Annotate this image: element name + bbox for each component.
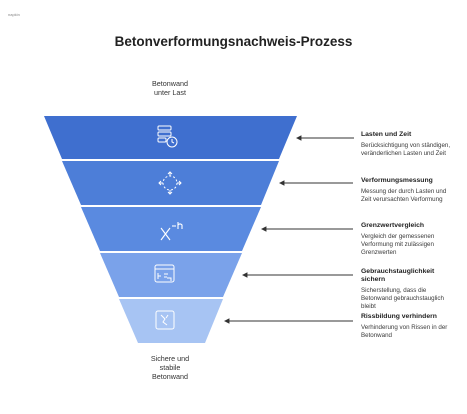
arrow-step-4 [241,272,353,278]
step-3-title: Grenzwertvergleich [361,222,425,229]
funnel-top-label: Betonwand unter Last [152,79,188,97]
funnel-stage-2 [62,161,279,205]
arrow-step-2 [278,180,353,186]
arrow-step-3 [260,226,353,232]
funnel-stage-3 [81,207,261,251]
broken-square-icon [155,310,175,330]
funnel-stage-5 [119,299,223,343]
server-clock-icon [157,125,178,148]
arrow-step-5 [223,318,353,324]
step-2-description: Messung der durch Lasten und Zeit verurs… [361,188,447,203]
step-1-title: Lasten und Zeit [361,131,412,138]
step-3-description: Vergleich der gemessenen Verformung mit … [361,233,435,256]
arrow-step-1 [295,135,354,141]
x-power-icon [160,222,183,241]
step-5-title: Rissbildung verhindern [361,313,437,320]
funnel-bottom-label: Sichere und stabile Betonwand [150,354,190,381]
step-5-description: Verhinderung von Rissen in der Betonwand [361,324,448,339]
step-4-description: Sicherstellung, dass die Betonwand gebra… [361,287,444,310]
step-3-text: Grenzwertvergleich Vergleich der gemesse… [361,222,457,256]
funnel-stage-4 [100,253,242,297]
step-2-text: Verformungsmessung Messung der durch Las… [361,177,453,204]
logo: napkin [8,12,20,17]
step-5-text: Rissbildung verhindern Verhinderung von … [361,313,455,340]
step-1-description: Berücksichtigung von ständigen, veränder… [361,142,451,157]
diagram-title: Betonverformungsnachweis-Prozess [114,34,353,49]
expand-arrows-icon [158,171,182,195]
step-4-text: Gebrauchstauglichkeit sichern Sicherstel… [361,268,459,310]
step-2-title: Verformungsmessung [361,177,433,184]
dashboard-icon [154,264,175,283]
step-4-title: Gebrauchstauglichkeit sichern [361,268,435,283]
step-1-text: Lasten und Zeit Berücksichtigung von stä… [361,131,459,158]
